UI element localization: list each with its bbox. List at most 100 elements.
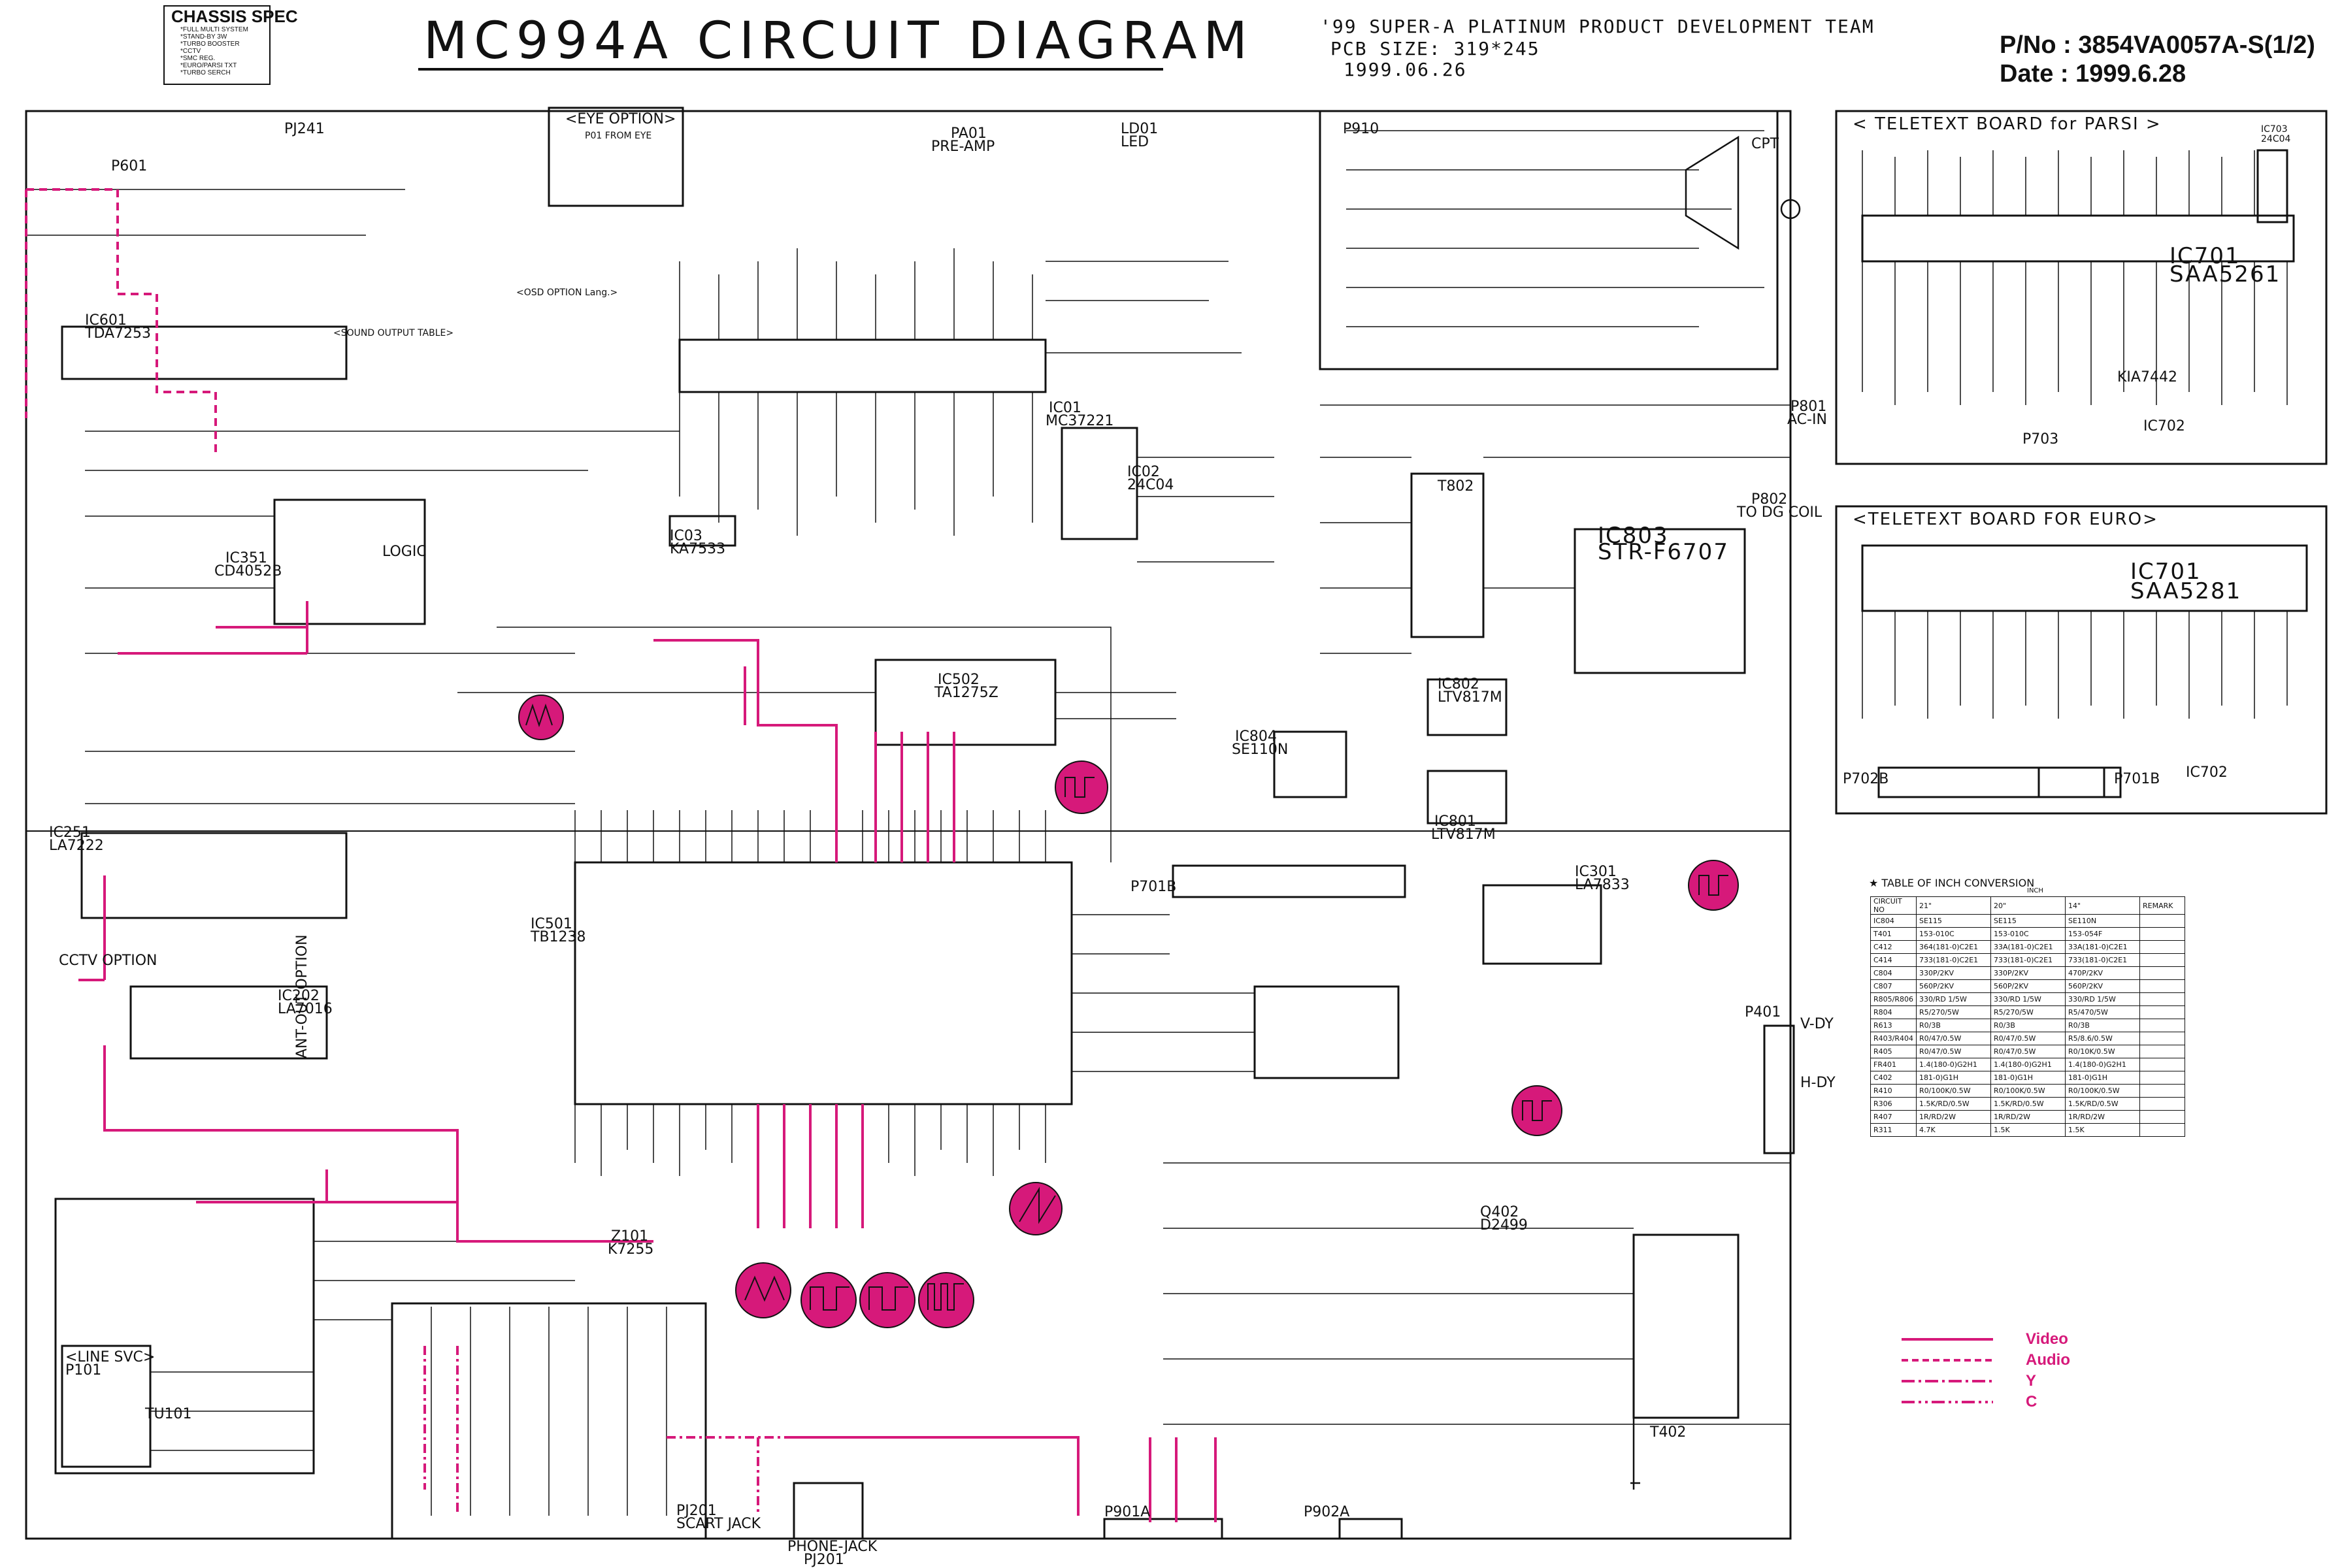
- ic703-box: [2256, 149, 2288, 223]
- teletext-parsi-title: < TELETEXT BOARD for PARSI >: [1853, 114, 2162, 134]
- cctv-option-label: CCTV OPTION: [59, 953, 157, 969]
- ic301-box: [1482, 884, 1602, 965]
- table-cell: SE115: [1990, 914, 2066, 928]
- date-small: 1999.06.26: [1344, 59, 1467, 80]
- table-cell: R0/47/0.5W: [1990, 1045, 2066, 1058]
- spec-item: *FULL MULTI SYSTEM: [180, 26, 248, 33]
- table-cell: [2139, 1019, 2185, 1032]
- se110n-label: SE110N: [1232, 742, 1289, 758]
- p703-label: P703: [2022, 431, 2059, 448]
- h-dy-label: H-DY: [1800, 1075, 1836, 1091]
- ic202-label: IC202: [278, 988, 320, 1004]
- table-cell: R0/100K/0.5W: [2064, 1084, 2140, 1098]
- ic03-label: IC03: [670, 528, 702, 544]
- part-number: P/No : 3854VA0057A-S(1/2): [2000, 31, 2315, 59]
- table-cell: 1.4(180-0)G2H1: [2064, 1058, 2140, 1071]
- table-cell: R0/47/0.5W: [1915, 1032, 1991, 1045]
- table-cell: 1.4(180-0)G2H1: [1990, 1058, 2066, 1071]
- tu101-label: TU101: [145, 1406, 192, 1422]
- legend-c: C: [2026, 1393, 2037, 1411]
- legend-audio: Audio: [2026, 1351, 2070, 1369]
- t402-transformer: [1632, 1233, 1740, 1419]
- ic702-euro-label: IC702: [2186, 764, 2228, 781]
- osd-option-label: <OSD OPTION Lang.>: [516, 287, 618, 298]
- ic202-box: [129, 985, 328, 1060]
- phone-jack-box: [793, 1482, 864, 1540]
- z101-label: Z101: [611, 1228, 649, 1245]
- legend-y: Y: [2026, 1372, 2037, 1390]
- spec-item: *TURBO BOOSTER: [180, 41, 240, 48]
- p701b-connector: [1172, 864, 1406, 898]
- table-cell: [2139, 1123, 2185, 1137]
- chassis-spec-title: CHASSIS SPEC: [171, 7, 298, 26]
- table-cell: 153-054F: [2064, 927, 2140, 941]
- ic351-label: IC351: [225, 550, 267, 566]
- p701b-euro-label: P701B: [2114, 771, 2160, 787]
- phone-pj201-label: PJ201: [804, 1552, 844, 1568]
- ltv817m-b-label: LTV817M: [1431, 826, 1496, 843]
- ic351-box: [273, 498, 426, 625]
- table-cell: R5/270/5W: [1915, 1005, 1991, 1019]
- p901a-label: P901A: [1104, 1504, 1151, 1520]
- la7222-label: LA7222: [49, 838, 104, 854]
- table-cell: 153-010C: [1915, 927, 1991, 941]
- tda7253-label: TDA7253: [85, 325, 152, 342]
- pj201-label: PJ201: [676, 1503, 717, 1519]
- saa5261-box: [1861, 214, 2295, 263]
- table-header: 20": [1990, 896, 2066, 915]
- cpt-tube: [1685, 135, 1740, 250]
- table-cell: [2139, 1110, 2185, 1124]
- table-cell: 330P/2KV: [1915, 966, 1991, 980]
- p601-label: P601: [111, 158, 148, 174]
- ic502-box: [874, 659, 1057, 746]
- table-cell: 181-0)G1H: [1990, 1071, 2066, 1085]
- pre-amp-label: PRE-AMP: [931, 139, 995, 155]
- ic501-label: IC501: [531, 916, 572, 932]
- table-cell: [2139, 940, 2185, 954]
- table-cell: 330/RD 1/5W: [1990, 992, 2066, 1006]
- ic804-box: [1273, 730, 1347, 798]
- ic-tea-box: [1253, 985, 1400, 1079]
- ic301-label: IC301: [1575, 864, 1617, 880]
- ic802-label: IC802: [1438, 676, 1479, 693]
- spec-item: *SMC REG.: [180, 55, 216, 62]
- ic802-box: [1427, 678, 1508, 736]
- table-header: CIRCUIT NO: [1870, 896, 1917, 915]
- ac-in-label: AC-IN: [1787, 412, 1827, 428]
- table-cell: C402: [1870, 1071, 1917, 1085]
- ka7533-label: KA7533: [670, 541, 726, 557]
- mc37221-label: MC37221: [1046, 413, 1114, 429]
- tuner-box: [54, 1198, 315, 1475]
- ic804-label: IC804: [1235, 728, 1277, 745]
- p701b-euro-connector: [2037, 766, 2105, 798]
- table-cell: [2139, 953, 2185, 967]
- title-underline: [418, 68, 1163, 71]
- p910-label: P910: [1343, 121, 1379, 137]
- table-cell: 364(181-0)C2E1: [1915, 940, 1991, 954]
- t402-label: T402: [1650, 1424, 1687, 1441]
- ic01-label: IC01: [1049, 400, 1081, 416]
- spec-item: *EURO/PARSI TXT: [180, 62, 237, 69]
- table-cell: [2139, 1058, 2185, 1071]
- table-cell: R0/3B: [1915, 1019, 1991, 1032]
- p702b-connector: [1877, 766, 2122, 798]
- p902a-label: P902A: [1304, 1504, 1350, 1520]
- table-cell: 733(181-0)C2E1: [1990, 953, 2066, 967]
- to-dg-coil-label: TO DG COIL: [1737, 504, 1822, 521]
- p801-label: P801: [1790, 399, 1827, 415]
- table-cell: 1.5K/RD/0.5W: [2064, 1097, 2140, 1111]
- table-cell: IC804: [1870, 914, 1917, 928]
- p901a-connector: [1103, 1518, 1223, 1540]
- phone-jack-label: PHONE-JACK: [787, 1539, 878, 1555]
- table-cell: [2139, 927, 2185, 941]
- eye-option-label: <EYE OPTION>: [565, 111, 676, 127]
- p101-label: P101: [65, 1362, 102, 1379]
- legend-video: Video: [2026, 1330, 2068, 1348]
- v-dy-label: V-DY: [1800, 1016, 1834, 1032]
